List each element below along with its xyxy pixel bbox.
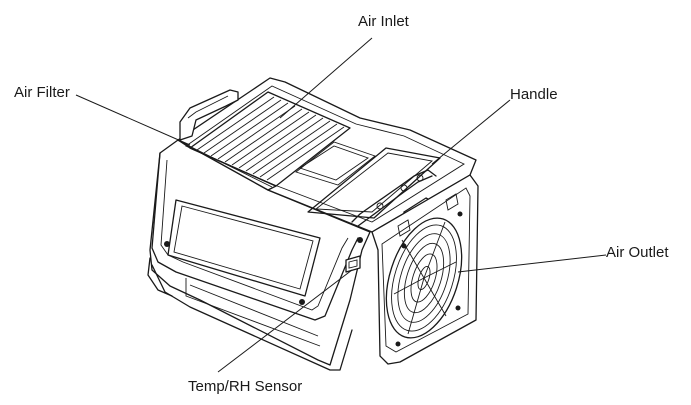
- screw: [164, 241, 170, 247]
- label-air-inlet: Air Inlet: [358, 13, 409, 30]
- screw: [357, 237, 363, 243]
- air-outlet-fan: [385, 211, 463, 347]
- label-temp-rh-sensor: Temp/RH Sensor: [188, 378, 303, 395]
- screw: [299, 299, 305, 305]
- temp-rh-sensor-port: [345, 255, 361, 273]
- leader-handle: [431, 99, 511, 165]
- top-grip: [179, 89, 239, 141]
- label-handle: Handle: [510, 86, 558, 103]
- label-air-outlet: Air Outlet: [606, 244, 669, 261]
- leader-air-filter: [75, 94, 191, 146]
- leader-lines: [75, 37, 607, 373]
- air-inlet-grille: [189, 91, 351, 187]
- leader-temp-rh-sensor: [217, 269, 353, 373]
- leader-air-outlet: [457, 254, 607, 273]
- leader-air-inlet: [279, 37, 373, 119]
- label-air-filter: Air Filter: [14, 84, 70, 101]
- air-filter: [177, 139, 277, 191]
